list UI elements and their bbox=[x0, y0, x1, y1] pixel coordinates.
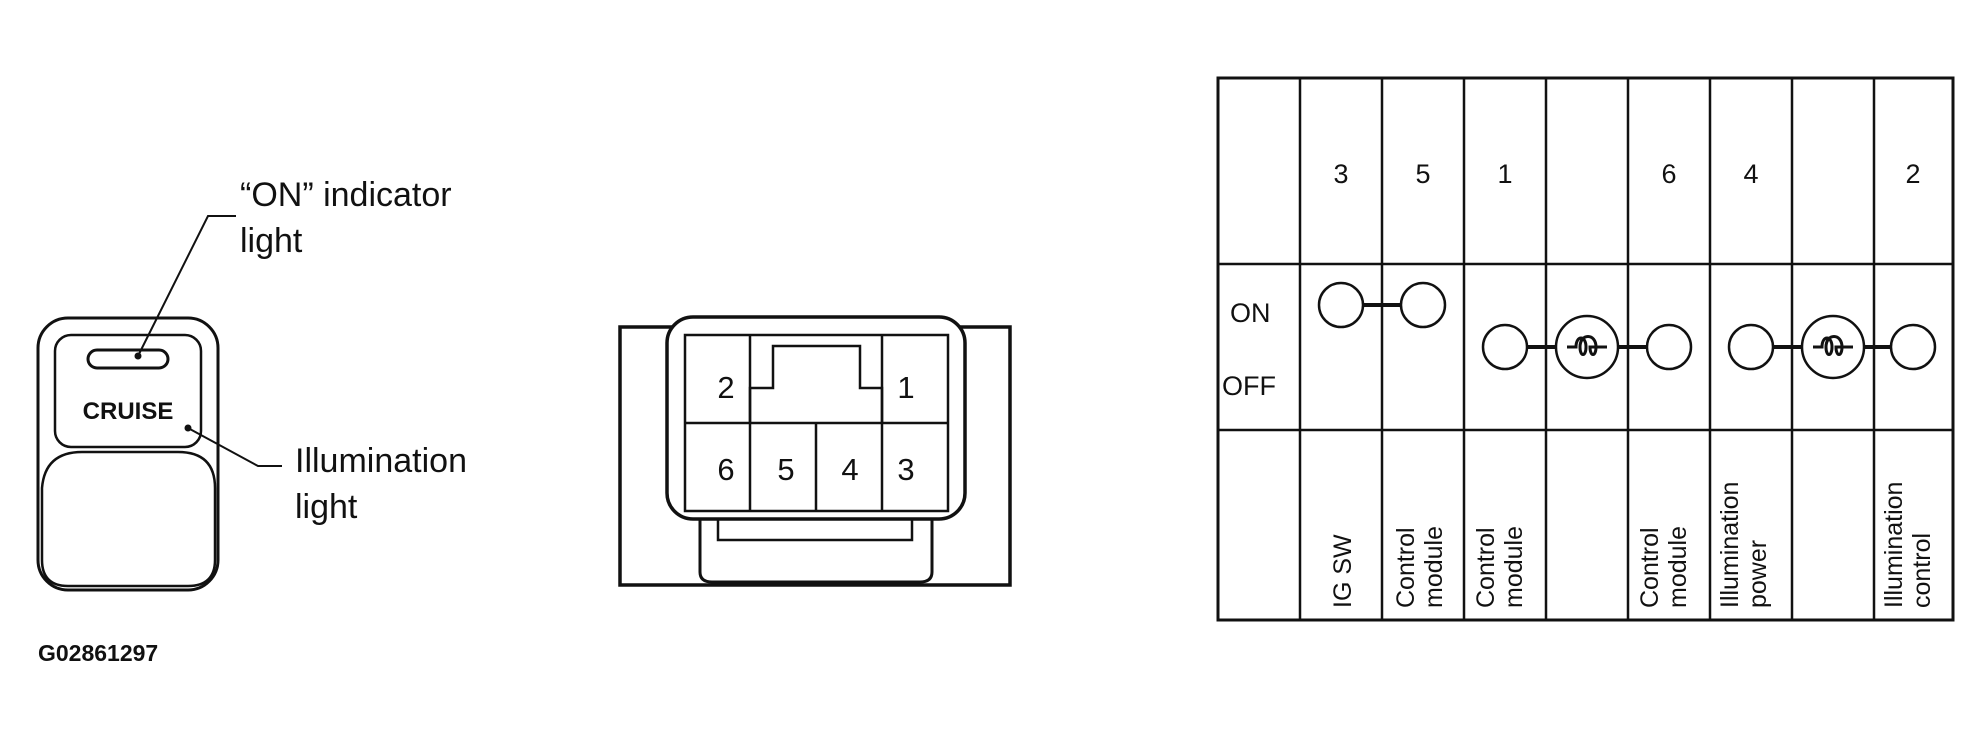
on-indicator-leader-line bbox=[137, 215, 236, 357]
on-indicator-lamp bbox=[86, 348, 170, 370]
terminal-4 bbox=[1727, 323, 1775, 371]
figure-code: G02861297 bbox=[38, 640, 158, 666]
terminal-desc-4-line2: power bbox=[1744, 540, 1772, 608]
connector-body bbox=[665, 315, 967, 521]
connector-pin-1: 1 bbox=[897, 370, 914, 405]
illumination-label: Illumination bbox=[295, 442, 467, 480]
connector-key bbox=[748, 344, 884, 423]
terminal-desc-6-line2: module bbox=[1664, 526, 1692, 608]
illumination-leader-line bbox=[187, 427, 282, 467]
cruise-switch: CRUISE “ON” indicator light Illumination… bbox=[36, 176, 467, 592]
terminal-desc-6-line1: Control bbox=[1636, 527, 1664, 608]
terminal-desc-1-line2: module bbox=[1500, 526, 1528, 608]
pin-header-1: 1 bbox=[1497, 159, 1512, 189]
continuity-table: 3 5 1 6 4 2 ON OFF IG SW Control module … bbox=[1216, 76, 1955, 622]
terminal-3 bbox=[1317, 281, 1365, 329]
connector-pin-6: 6 bbox=[717, 452, 734, 487]
on-indicator-leader-dot bbox=[134, 352, 142, 360]
state-on-label: ON bbox=[1230, 298, 1271, 328]
pin-header-5: 5 bbox=[1415, 159, 1430, 189]
terminal-desc-2-line2: control bbox=[1908, 533, 1936, 608]
on-indicator-label-2: light bbox=[240, 222, 303, 260]
terminal-desc-4-line1: Illumination bbox=[1716, 482, 1744, 608]
terminal-2 bbox=[1889, 323, 1937, 371]
terminal-5 bbox=[1399, 281, 1447, 329]
bulb-filament-icon bbox=[1813, 335, 1853, 356]
terminal-desc-1-line1: Control bbox=[1472, 527, 1500, 608]
connector-pin-5: 5 bbox=[777, 452, 794, 487]
illumination-leader-dot bbox=[184, 424, 192, 432]
bulb-filament-icon bbox=[1567, 335, 1607, 356]
pin-header-6: 6 bbox=[1661, 159, 1676, 189]
pin-header-3: 3 bbox=[1333, 159, 1348, 189]
table-border bbox=[1216, 76, 1955, 622]
terminal-desc-2-line1: Illumination bbox=[1880, 482, 1908, 608]
connector-lower-shell bbox=[698, 519, 934, 584]
on-indicator-label: “ON” indicator bbox=[240, 176, 452, 214]
pin-header-2: 2 bbox=[1905, 159, 1920, 189]
state-off-label: OFF bbox=[1222, 371, 1276, 401]
switch-connector: 2 1 6 5 4 3 bbox=[618, 315, 1012, 587]
connector-pin-3: 3 bbox=[897, 452, 914, 487]
connector-lock-tab bbox=[716, 519, 914, 542]
connector-pin-2: 2 bbox=[717, 370, 734, 405]
terminal-6 bbox=[1645, 323, 1693, 371]
illumination-label-2: light bbox=[295, 488, 358, 526]
terminal-desc-5-line2: module bbox=[1420, 526, 1448, 608]
cruise-button-label: CRUISE bbox=[83, 398, 174, 425]
terminal-desc-5-line1: Control bbox=[1392, 527, 1420, 608]
switch-lower-panel bbox=[40, 450, 217, 588]
connector-pin-4: 4 bbox=[841, 452, 858, 487]
pin-header-4: 4 bbox=[1743, 159, 1758, 189]
terminal-1 bbox=[1481, 323, 1529, 371]
terminal-desc-3: IG SW bbox=[1329, 534, 1357, 608]
